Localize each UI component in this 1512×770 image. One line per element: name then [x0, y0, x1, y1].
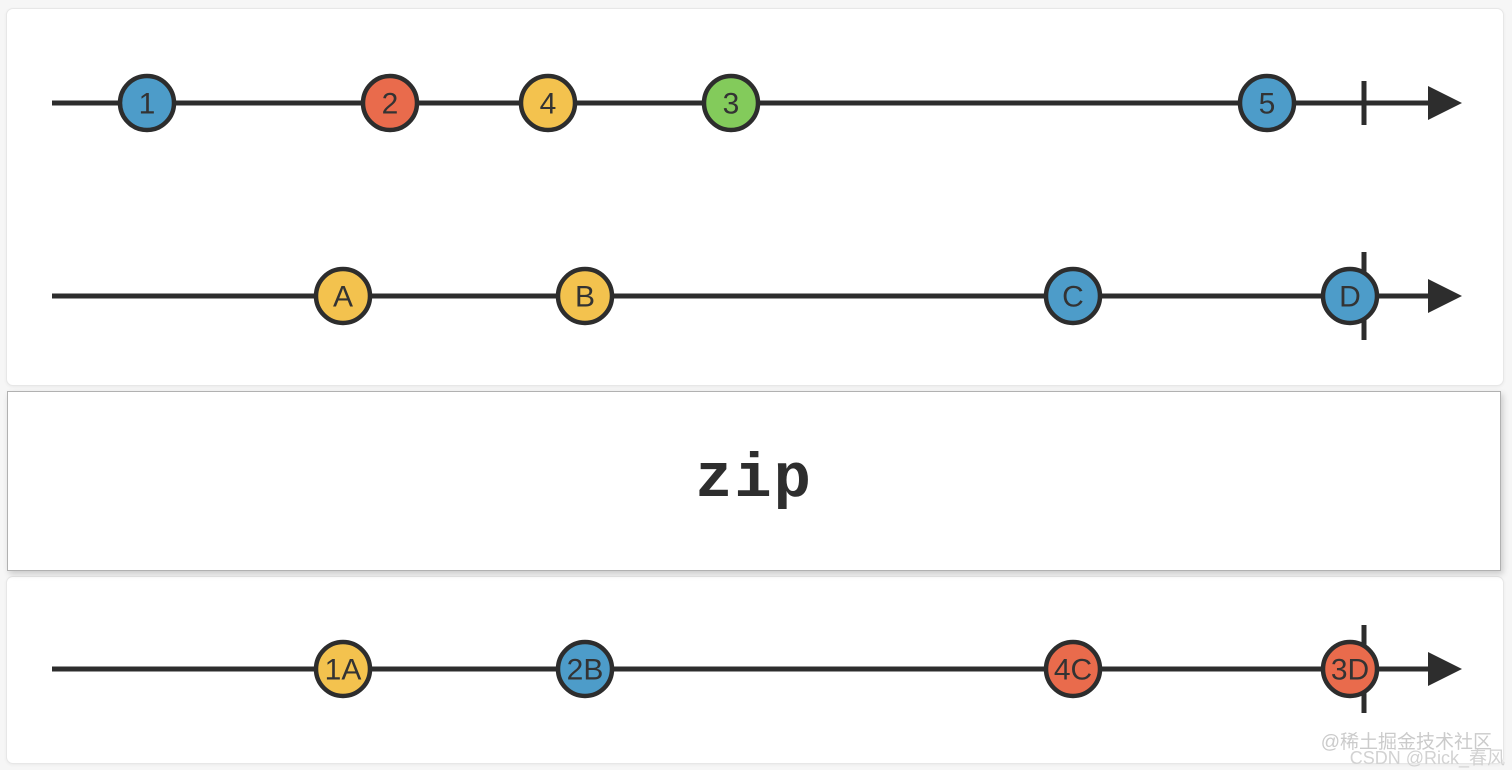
result-timeline-panel	[6, 576, 1504, 764]
operator-label: zip	[695, 443, 813, 515]
source-timelines-panel	[6, 8, 1504, 386]
operator-box: zip	[7, 391, 1501, 571]
